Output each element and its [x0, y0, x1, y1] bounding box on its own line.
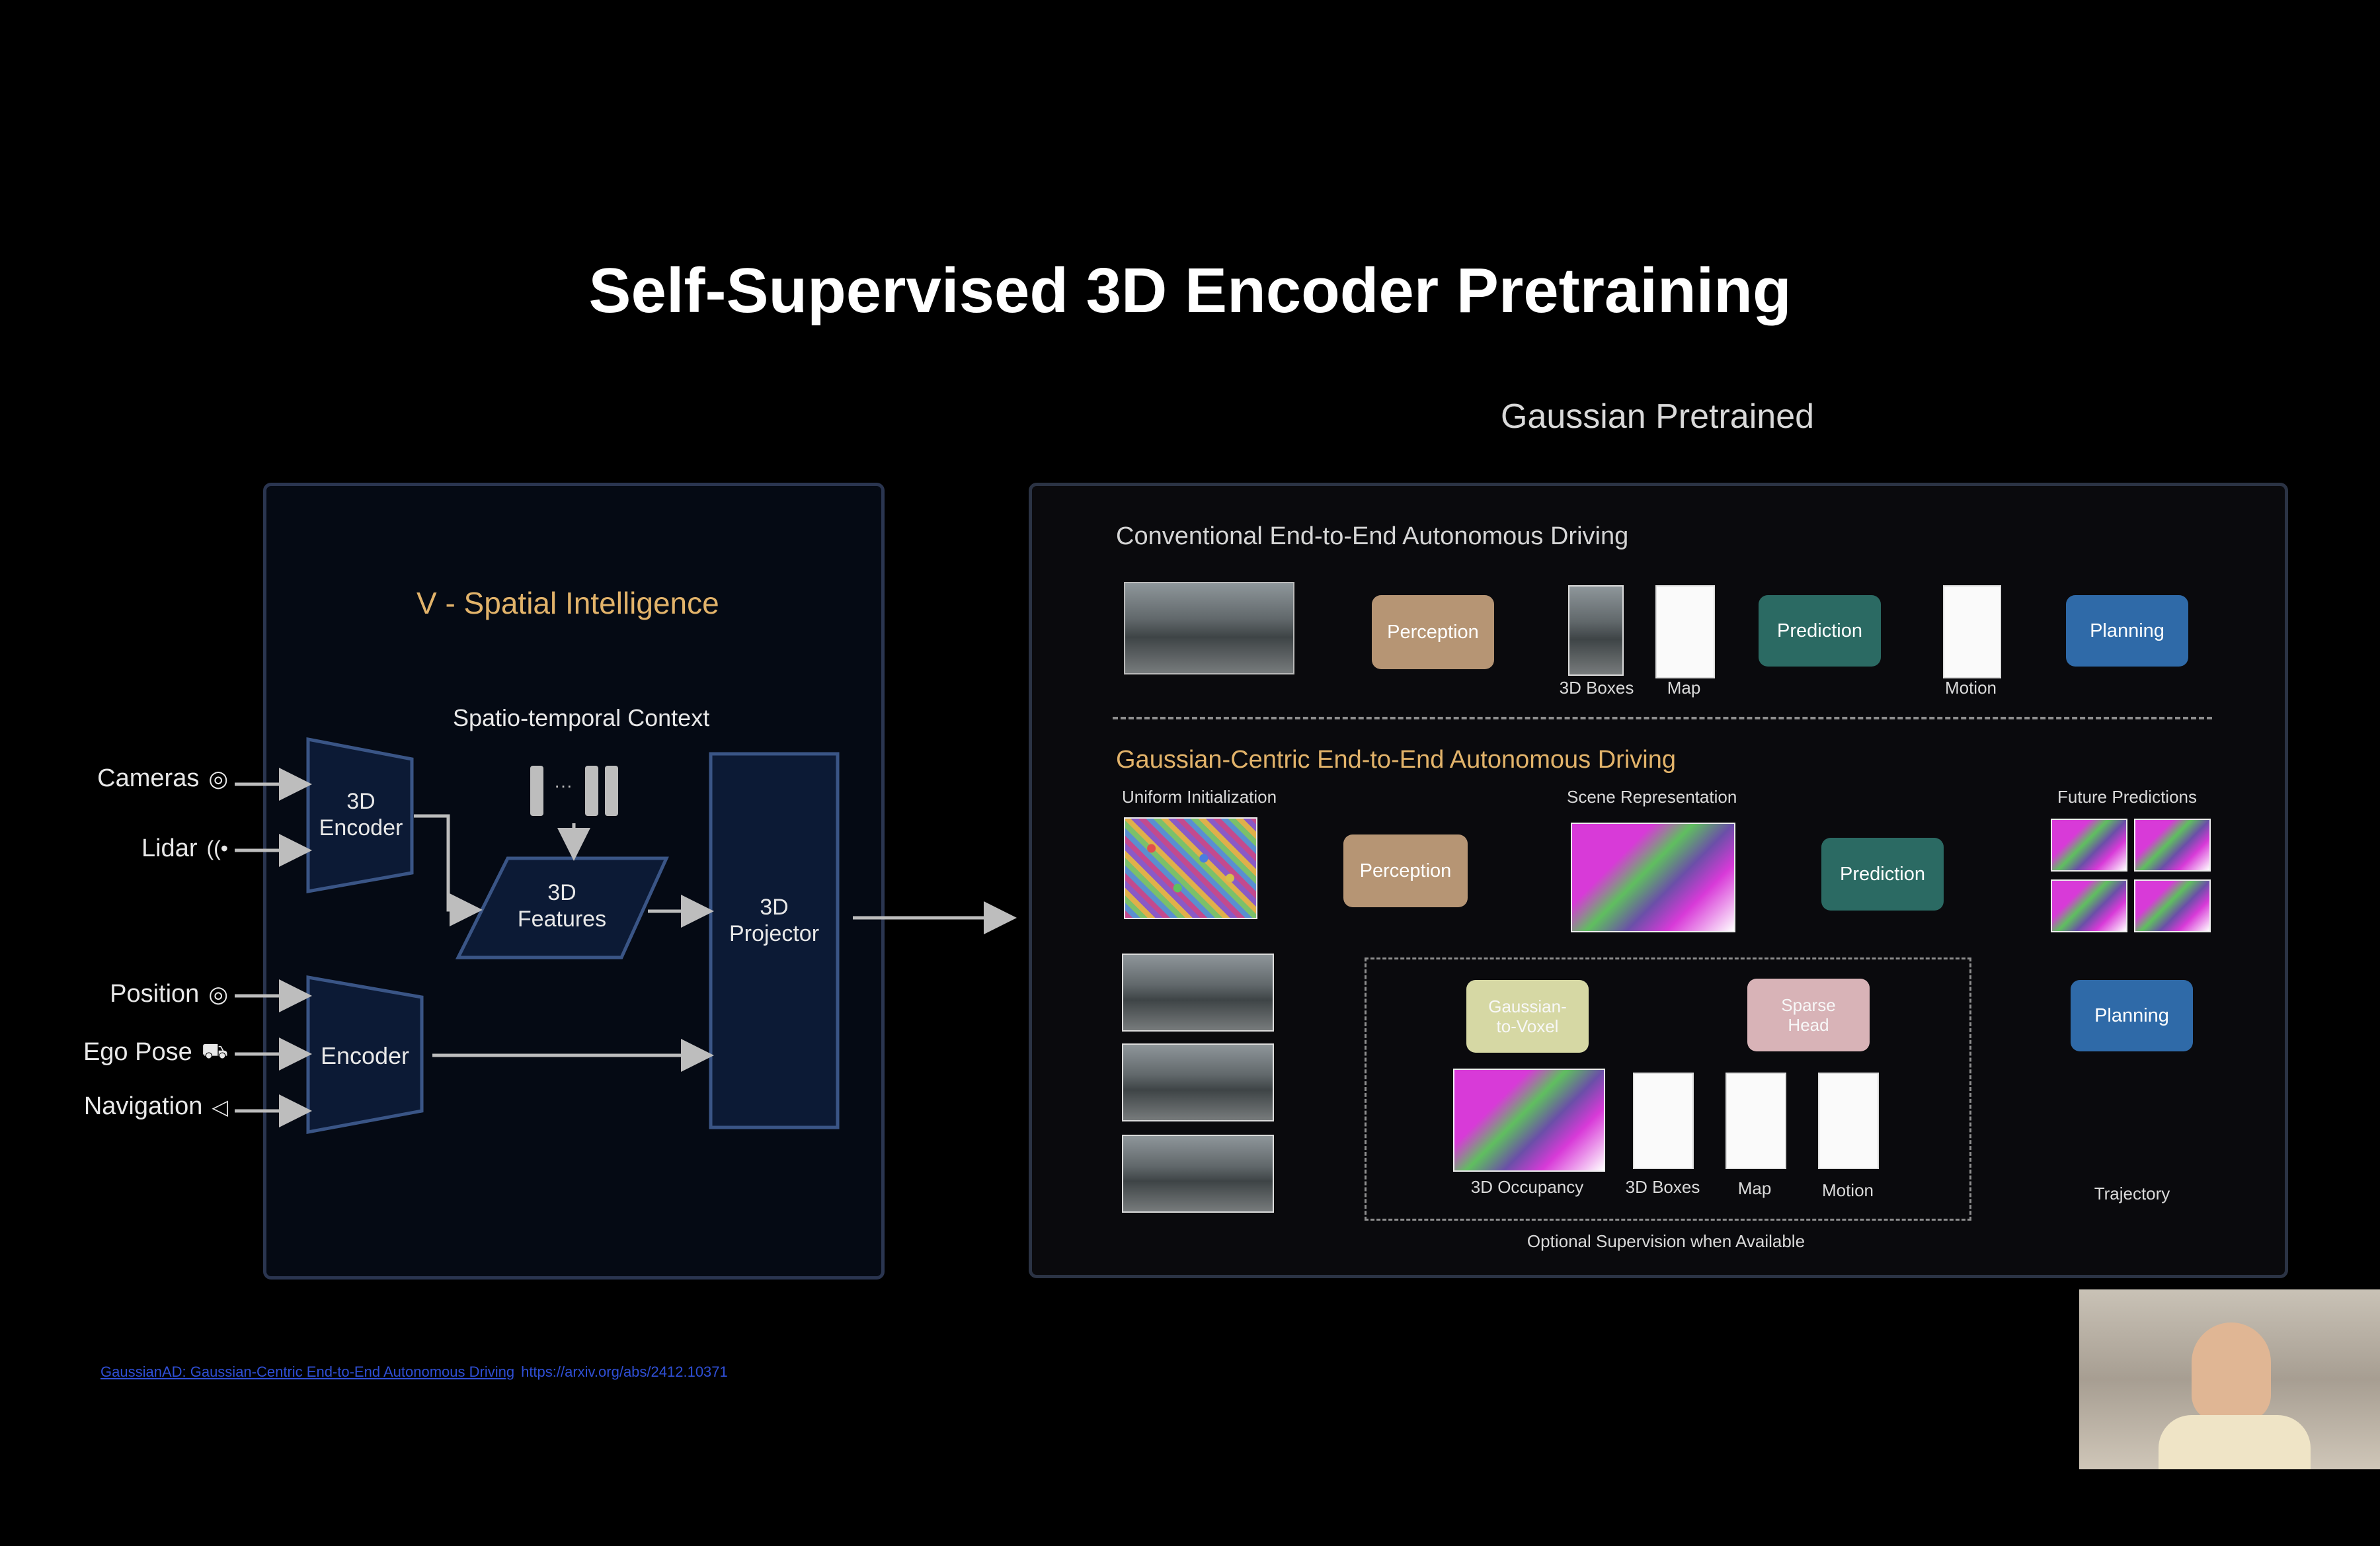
gaussian-map-label: Map — [1737, 1178, 1772, 1198]
conventional-3d-boxes-label: 3D Boxes — [1559, 678, 1634, 698]
gaussian-title: Gaussian-Centric End-to-End Autonomous D… — [1116, 746, 1676, 774]
slide-subtitle: Gaussian Pretrained — [1501, 397, 1815, 436]
input-position: Position ◎ — [110, 980, 228, 1008]
gaussian-motion-image — [1818, 1073, 1879, 1169]
gaussian-planning-box: Planning — [2071, 980, 2193, 1051]
gaussian-map-image — [1726, 1073, 1786, 1169]
gaussian-prediction-box: Prediction — [1821, 838, 1944, 911]
context-dots: ··· — [554, 775, 573, 795]
lidar-icon: ((• — [206, 836, 228, 860]
conventional-motion-image — [1943, 585, 2001, 678]
3d-features-label-line1: 3D — [547, 880, 576, 905]
gaussian-perception-box: Perception — [1343, 834, 1468, 907]
future-prediction-3 — [2051, 879, 2127, 932]
conventional-camera-images — [1124, 582, 1294, 674]
3d-occupancy-image — [1453, 1069, 1605, 1172]
paper-link[interactable]: GaussianAD: Gaussian-Centric End-to-End … — [100, 1363, 515, 1380]
gaussian-to-voxel-line1: Gaussian- — [1488, 997, 1567, 1016]
gaussian-to-voxel-box: Gaussian- to-Voxel — [1466, 980, 1589, 1053]
speaker-webcam — [2079, 1289, 2380, 1469]
encoder-shape — [306, 975, 424, 1135]
input-navigation: Navigation ◁ — [84, 1092, 228, 1121]
3d-features-label: 3D Features — [483, 879, 641, 932]
sparse-head-line2: Head — [1788, 1015, 1829, 1035]
conventional-motion-label: Motion — [1944, 678, 1997, 698]
gaussian-to-voxel-line2: to-Voxel — [1496, 1016, 1559, 1036]
scene-representation-image — [1571, 823, 1735, 932]
3d-features-label-line2: Features — [517, 907, 607, 932]
3d-encoder-label-line2: Encoder — [319, 815, 403, 840]
footer-links: GaussianAD: Gaussian-Centric End-to-End … — [100, 1363, 728, 1381]
context-bar-1 — [530, 766, 543, 816]
arxiv-link[interactable]: https://arxiv.org/abs/2412.10371 — [521, 1363, 728, 1380]
gaussian-3d-boxes-label: 3D Boxes — [1625, 1177, 1700, 1197]
trajectory-label: Trajectory — [2094, 1184, 2170, 1203]
conventional-3d-boxes-image — [1568, 585, 1624, 676]
gaussian-3d-boxes-image — [1633, 1073, 1694, 1169]
conventional-title: Conventional End-to-End Autonomous Drivi… — [1116, 522, 1629, 550]
3d-projector-label: 3D Projector — [711, 894, 838, 947]
input-ego-pose: Ego Pose ⛟ — [83, 1038, 228, 1067]
input-cameras: Cameras ◎ — [97, 764, 228, 793]
left-panel-title: V - Spatial Intelligence — [416, 586, 719, 620]
input-lidar: Lidar ((• — [141, 834, 228, 863]
optional-supervision-label: Optional Supervision when Available — [1527, 1231, 1805, 1251]
encoder-label: Encoder — [320, 1042, 410, 1069]
sparse-head-line1: Sparse — [1781, 995, 1836, 1015]
speaker-body — [2159, 1415, 2311, 1469]
camera-frame-2 — [1122, 1043, 1274, 1121]
scene-representation-label: Scene Representation — [1567, 787, 1737, 807]
future-prediction-1 — [2051, 819, 2127, 872]
future-predictions-label: Future Predictions — [2057, 787, 2197, 807]
input-position-label: Position — [110, 980, 200, 1008]
optional-supervision-box — [1365, 957, 1971, 1221]
future-prediction-4 — [2134, 879, 2211, 932]
conventional-map-label: Map — [1667, 678, 1701, 698]
uniform-init-label: Uniform Initialization — [1122, 787, 1277, 807]
navigation-arrow-icon: ◁ — [212, 1094, 228, 1119]
section-divider — [1113, 717, 2212, 719]
context-bar-3 — [605, 766, 618, 816]
camera-frame-3 — [1122, 1135, 1274, 1213]
speaker-avatar — [2192, 1322, 2271, 1422]
input-ego-pose-label: Ego Pose — [83, 1038, 192, 1066]
future-prediction-2 — [2134, 819, 2211, 872]
3d-occupancy-label: 3D Occupancy — [1470, 1177, 1584, 1197]
spatio-temporal-context-label: Spatio-temporal Context — [453, 704, 710, 731]
camera-pin-icon: ◎ — [208, 766, 228, 792]
gaussian-motion-label: Motion — [1821, 1180, 1874, 1200]
camera-frame-1 — [1122, 954, 1274, 1032]
car-icon: ⛟ — [201, 1039, 228, 1063]
location-pin-icon: ◎ — [208, 981, 228, 1007]
conventional-perception-box: Perception — [1372, 595, 1494, 669]
input-cameras-label: Cameras — [97, 764, 200, 792]
3d-projector-shape — [709, 752, 840, 1129]
sparse-head-box: Sparse Head — [1747, 979, 1870, 1051]
context-bar-2 — [585, 766, 598, 816]
slide-title: Self-Supervised 3D Encoder Pretraining — [588, 255, 1792, 326]
3d-encoder-label: 3D Encoder — [308, 788, 414, 841]
3d-encoder-label-line1: 3D — [346, 789, 376, 814]
conventional-prediction-box: Prediction — [1759, 595, 1881, 667]
input-navigation-label: Navigation — [83, 1092, 203, 1120]
conventional-planning-box: Planning — [2066, 595, 2188, 667]
3d-projector-label-line1: 3D — [760, 895, 789, 920]
uniform-init-image — [1124, 817, 1257, 919]
input-lidar-label: Lidar — [141, 834, 198, 862]
conventional-map-image — [1655, 585, 1715, 678]
3d-projector-label-line2: Projector — [729, 921, 820, 946]
